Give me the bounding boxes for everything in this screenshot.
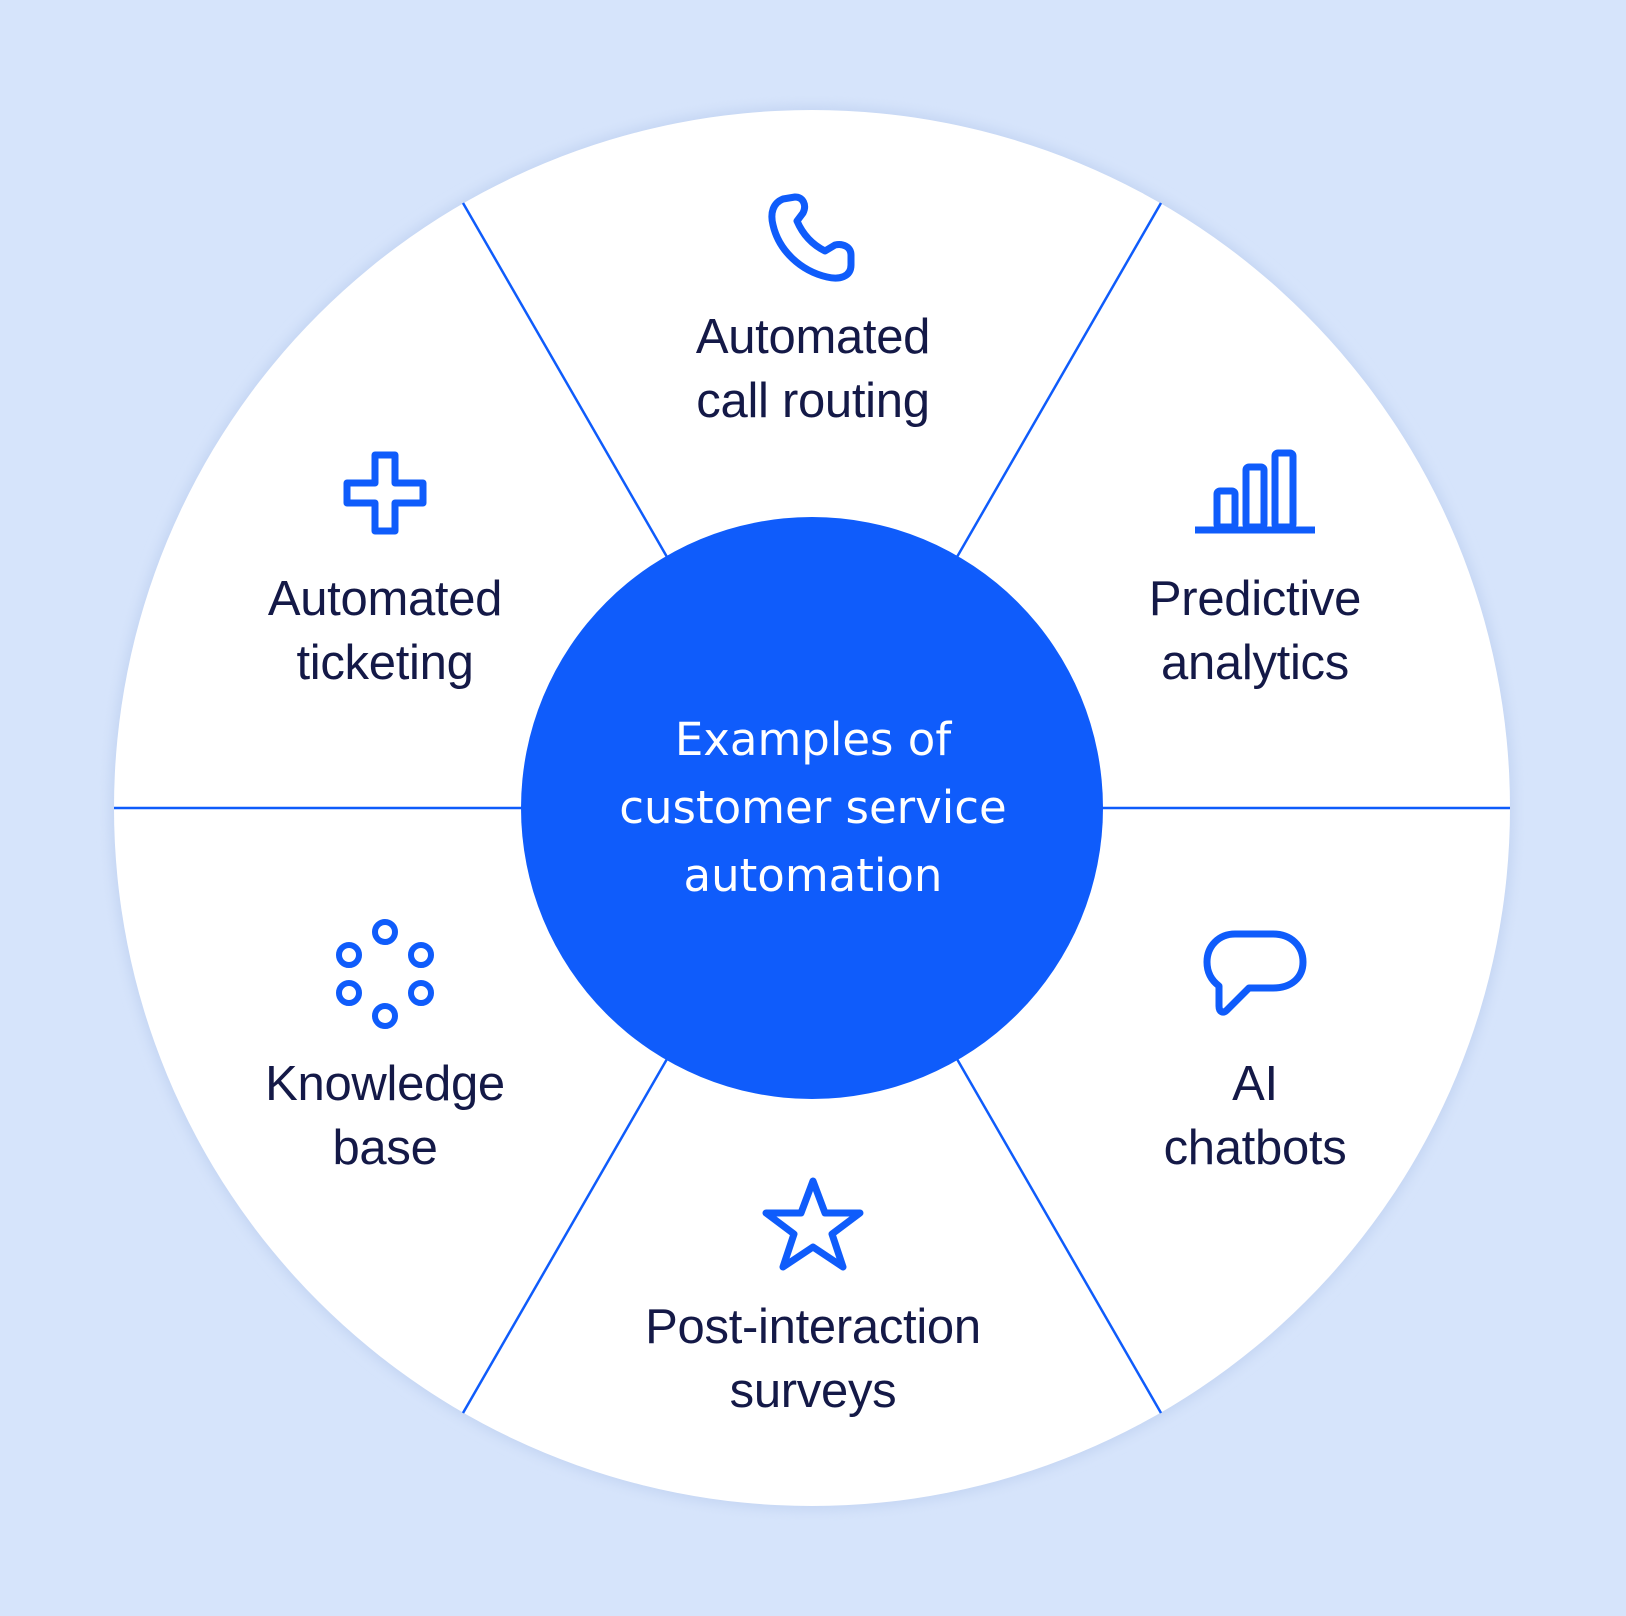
bar-chart-icon [1195,449,1315,534]
label-line: analytics [1161,636,1349,690]
center-title: Examples of customer service automation [619,706,1006,910]
label-line: ticketing [296,636,474,690]
divider-bottom-left [461,1058,669,1414]
segment-label-call-routing: Automated call routing [695,305,931,433]
label-line: Knowledge [265,1057,505,1111]
label-line: chatbots [1163,1121,1347,1175]
segment-dividers [114,202,1510,1414]
star-icon [762,1177,864,1271]
segment-label-ai-chatbots: AI chatbots [1164,1052,1347,1180]
segment-label-post-interaction-surveys: Post-interaction surveys [645,1295,981,1423]
divider-bottom-right [955,1058,1163,1414]
center-circle [521,517,1103,1099]
center-title-line: customer service [619,781,1007,834]
label-line: base [332,1121,438,1175]
center-title-line: automation [683,849,943,902]
label-line: Predictive [1148,572,1362,626]
segment-label-predictive-analytics: Predictive analytics [1149,567,1361,695]
label-line: Automated [695,310,931,364]
label-line: call routing [696,374,930,428]
segment-label-knowledge-base: Knowledge base [265,1052,505,1180]
label-line: Automated [267,572,503,626]
label-line: Post-interaction [645,1300,981,1354]
center-title-line: Examples of [674,713,952,766]
divider-top-left [461,202,669,558]
phone-icon [768,193,855,282]
chat-bubble-icon [1203,930,1307,1016]
dots-ring-icon [336,919,434,1029]
segment-label-automated-ticketing: Automated ticketing [267,567,503,695]
divider-top-right [955,202,1163,558]
label-line: AI [1232,1057,1278,1111]
label-line: surveys [729,1364,897,1418]
plus-icon [343,451,427,535]
